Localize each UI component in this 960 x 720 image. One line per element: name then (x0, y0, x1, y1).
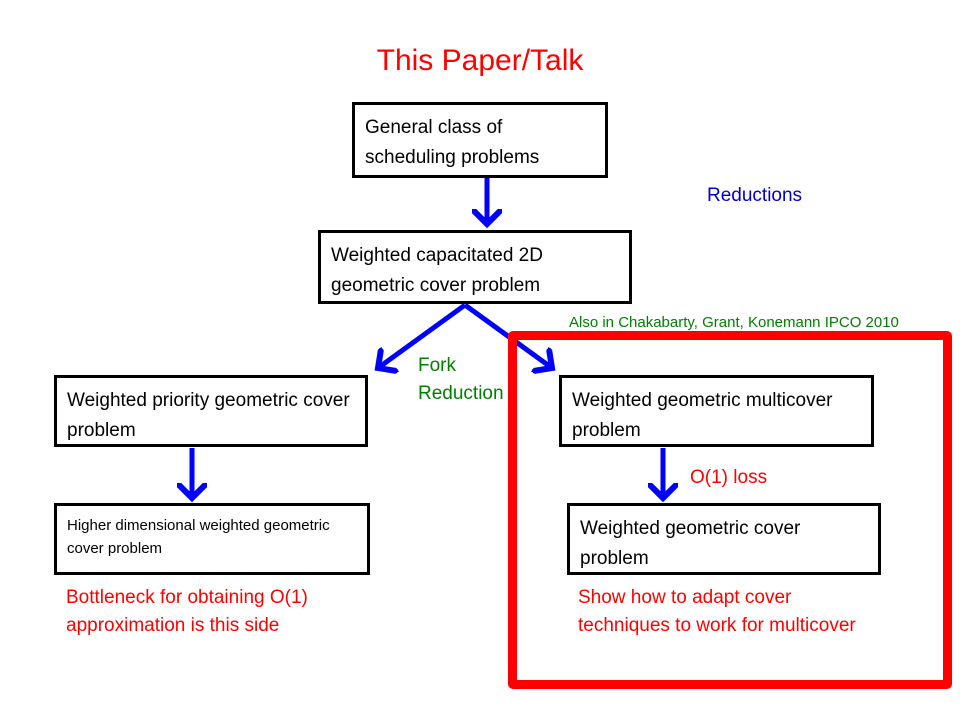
node-label: Higher dimensional weighted geometric co… (67, 517, 330, 557)
arrow-capacitated-to-priority (378, 302, 467, 368)
node-label: Weighted priority geometric cover proble… (67, 390, 350, 441)
node-label: Weighted geometric multicover problem (572, 390, 833, 441)
bottleneck-note: Bottleneck for obtaining O(1) approximat… (66, 587, 308, 636)
node-higher-dimensional-cover: Higher dimensional weighted geometric co… (54, 503, 370, 575)
node-weighted-cover: Weighted geometric cover problem (567, 503, 881, 575)
page-title: This Paper/Talk (376, 44, 584, 77)
show-how-note: Show how to adapt cover techniques to wo… (578, 587, 856, 636)
o1-loss-label: O(1) loss (690, 467, 768, 488)
fork-reduction-label: Fork Reduction (418, 355, 504, 404)
node-label: Weighted capacitated 2D geometric cover … (331, 245, 543, 296)
node-label: General class of scheduling problems (365, 117, 540, 168)
also-in-citation: Also in Chakabarty, Grant, Konemann IPCO… (569, 314, 899, 331)
node-priority-cover: Weighted priority geometric cover proble… (54, 375, 368, 447)
node-label: Weighted geometric cover problem (580, 518, 801, 569)
node-multicover: Weighted geometric multicover problem (559, 375, 874, 447)
node-general-scheduling: General class of scheduling problems (352, 102, 608, 178)
node-capacitated-cover: Weighted capacitated 2D geometric cover … (318, 230, 632, 304)
highlight-box (508, 331, 952, 689)
reductions-label: Reductions (707, 185, 803, 206)
